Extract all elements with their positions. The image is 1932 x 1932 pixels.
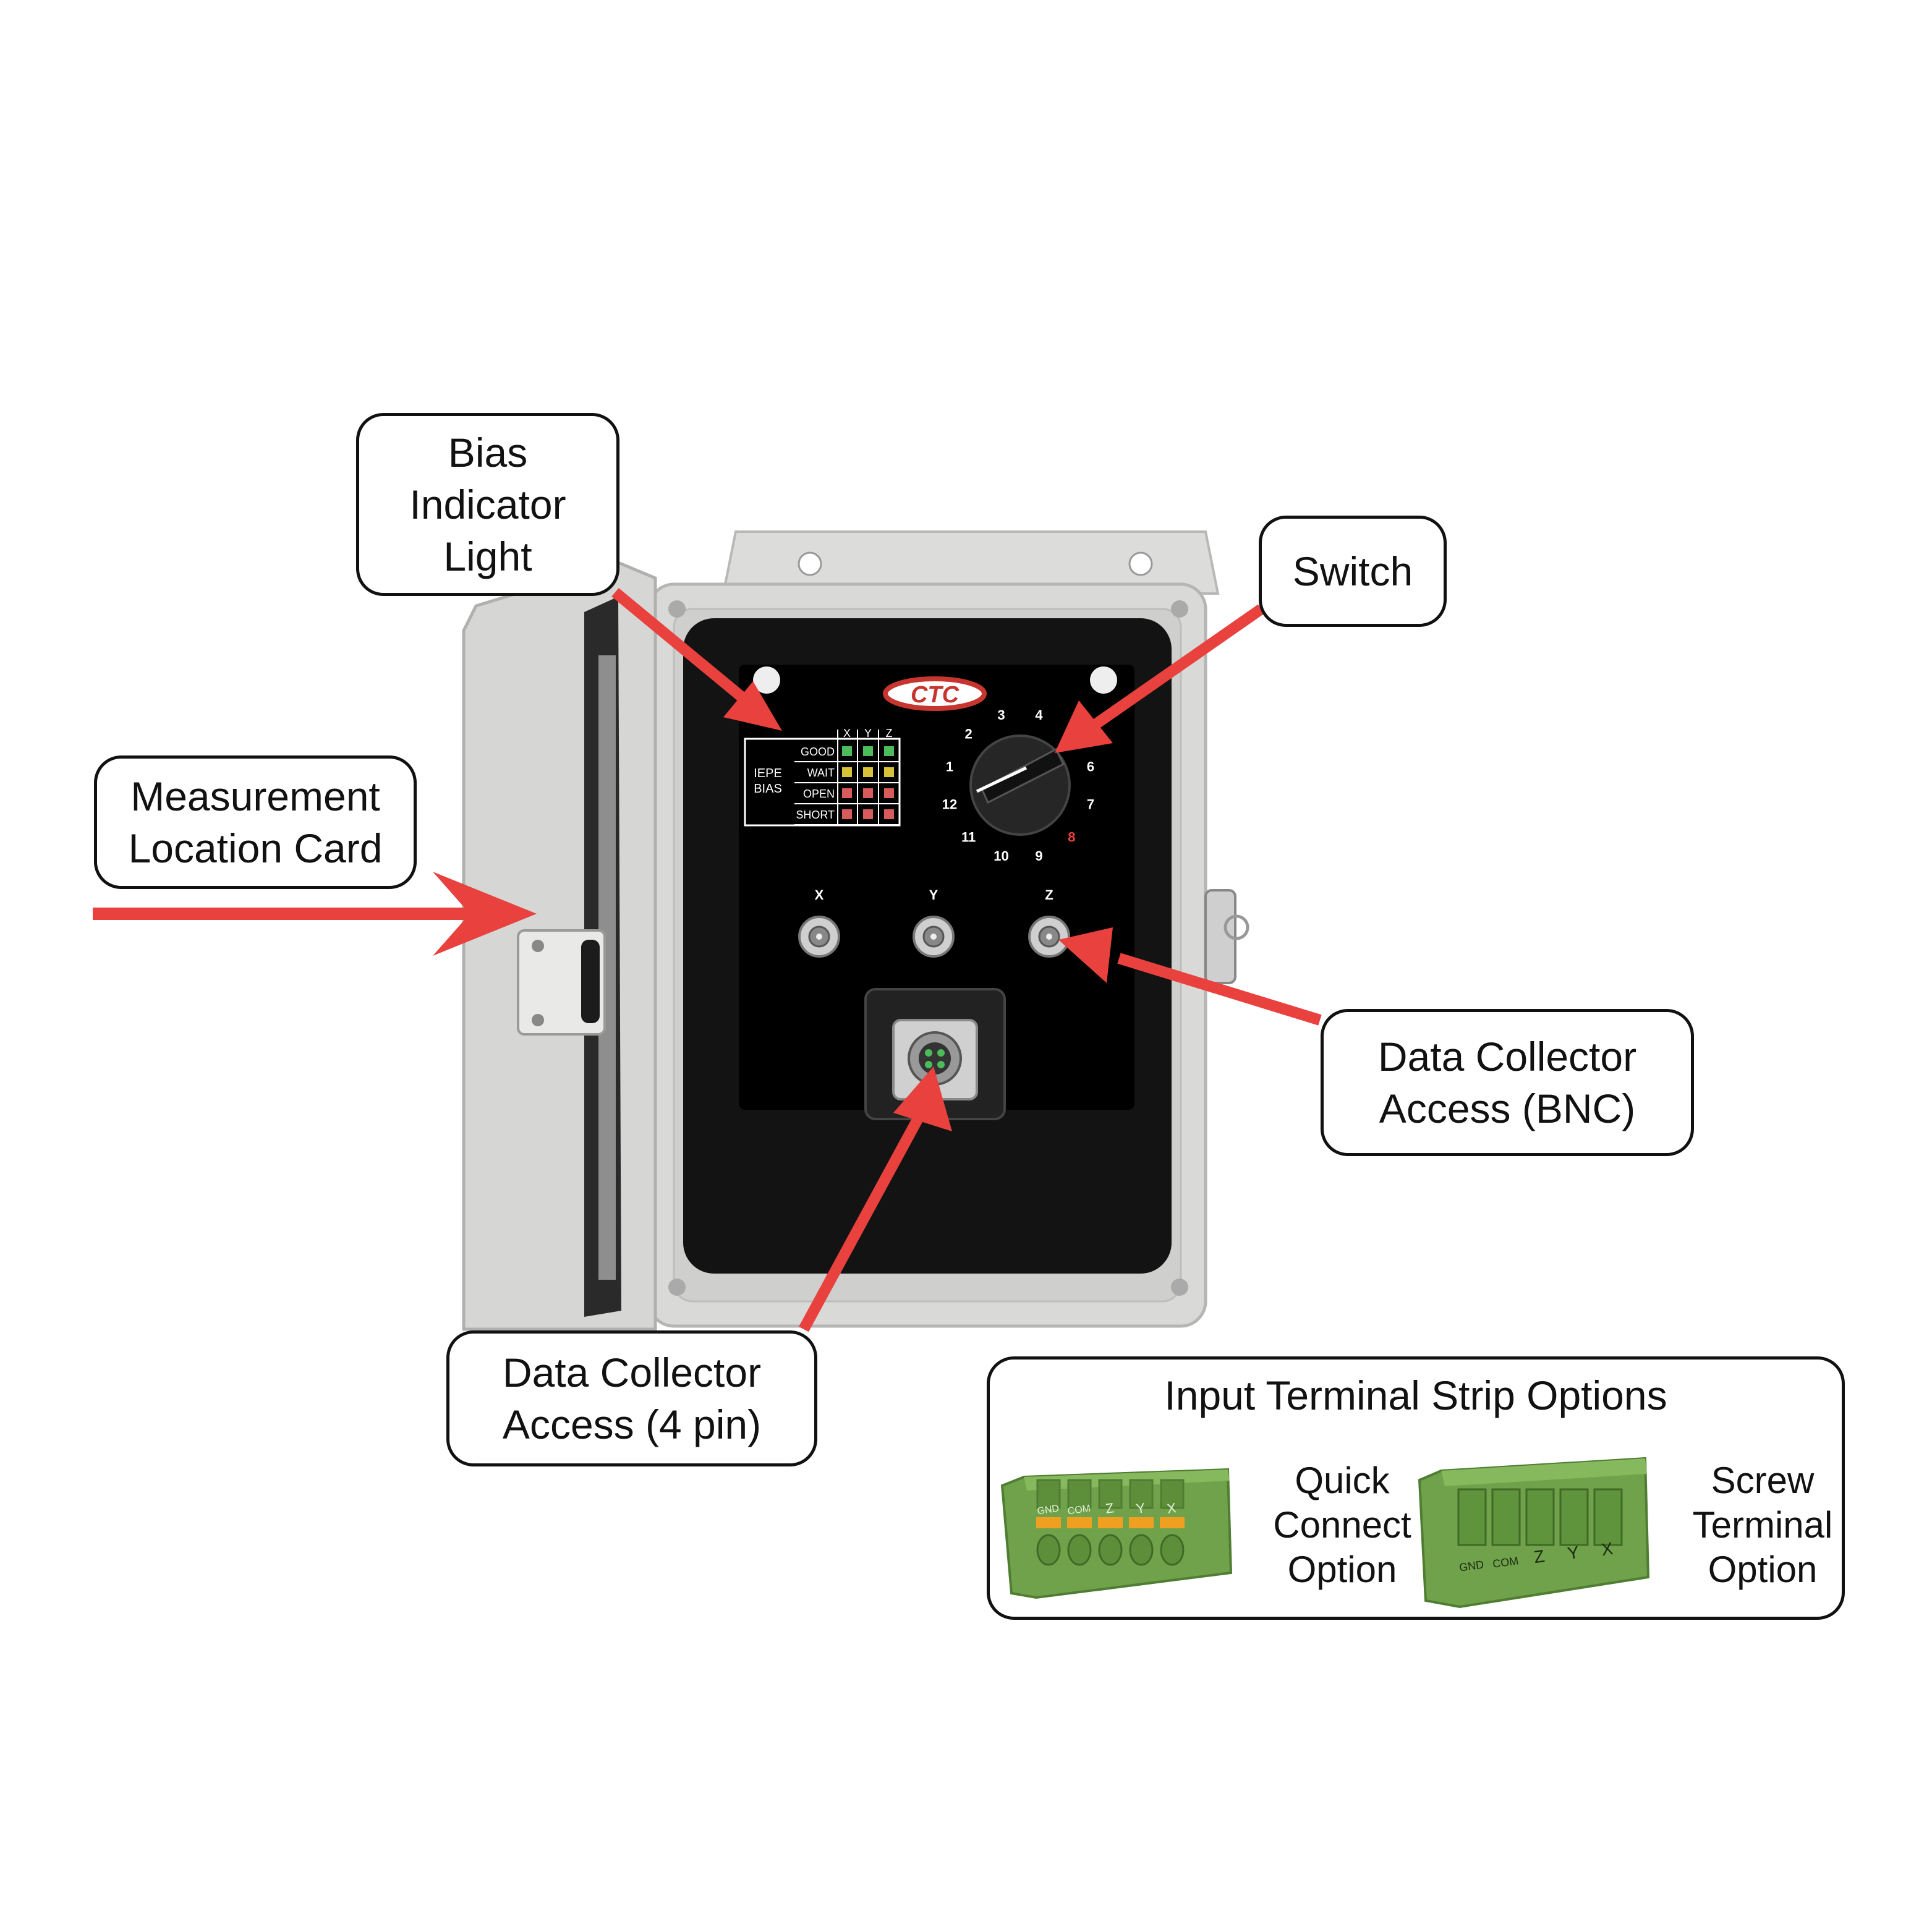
switch-position-8: 8 <box>1068 829 1075 845</box>
quick-connect-slot <box>1160 1479 1185 1509</box>
bias-led <box>884 767 894 777</box>
callout-switch: Switch <box>1259 516 1447 627</box>
quick-connect-wire-hole <box>1067 1534 1092 1566</box>
bias-led <box>884 746 894 756</box>
quick-connect-pin-label-com: COM <box>1067 1504 1091 1517</box>
switch-position-2: 2 <box>964 726 972 742</box>
switch-position-12: 12 <box>942 797 957 812</box>
bias-led <box>863 788 873 798</box>
switch-position-10: 10 <box>994 848 1008 864</box>
bias-row-open: OPEN <box>803 788 835 800</box>
bias-led <box>863 746 873 756</box>
quick-connect-release-tab <box>1160 1517 1185 1528</box>
terminal-strip-title: Input Terminal Strip Options <box>1164 1372 1667 1418</box>
bias-led <box>884 788 894 798</box>
switch-position-11: 11 <box>961 829 976 845</box>
bias-column-y: Y <box>864 727 872 739</box>
bias-led <box>842 767 852 777</box>
callout-data-collector-4-pin: Data Collector Access (4 pin) <box>446 1330 817 1466</box>
bias-led <box>863 767 873 777</box>
bnc-label-y: Y <box>929 887 938 903</box>
bias-column-z: Z <box>886 727 893 739</box>
bias-led <box>842 788 852 798</box>
bnc-connector-pin <box>816 934 822 940</box>
bias-side-label-bias: BIAS <box>754 782 782 796</box>
bnc-label-x: X <box>815 887 824 903</box>
bias-led <box>842 809 852 819</box>
arrow-measurement-card <box>93 872 537 956</box>
screw-terminal-slot <box>1559 1488 1589 1546</box>
quick-connect-wire-hole <box>1129 1534 1154 1566</box>
bias-column-x: X <box>843 727 851 739</box>
bias-led <box>884 809 894 819</box>
screw-terminal-pin-label-z: Z <box>1533 1546 1546 1567</box>
switch-position-3: 3 <box>997 707 1005 723</box>
bias-indicator-table: IEPE BIAS X Y Z GOOD WAIT OPEN SHORT <box>744 727 901 827</box>
arrow-bias <box>611 588 782 731</box>
quick-connect-slot <box>1036 1479 1061 1509</box>
quick-connect-slot <box>1067 1479 1092 1509</box>
screw-terminal-slot <box>1491 1488 1521 1546</box>
bnc-connector-pin <box>930 934 937 940</box>
quick-connect-terminal-block: GND COM Z Y X <box>1000 1468 1233 1599</box>
screw-terminal-pin-label-x: X <box>1600 1539 1614 1559</box>
bnc-label-z: Z <box>1045 887 1053 903</box>
quick-connect-slot <box>1098 1479 1123 1509</box>
brand-logo: CTC <box>883 676 987 711</box>
screw-terminal-pin-label-y: Y <box>1566 1543 1580 1563</box>
quick-connect-wire-hole <box>1098 1534 1123 1566</box>
arrow-bnc <box>1058 927 1322 1026</box>
quick-connect-release-tab <box>1067 1517 1092 1528</box>
quick-connect-release-tab <box>1129 1517 1154 1528</box>
latch-right <box>1204 889 1249 984</box>
quick-connect-wire-hole <box>1160 1534 1185 1566</box>
measurement-card-holder <box>517 929 606 1036</box>
quick-connect-pin-label-z: Z <box>1105 1500 1115 1517</box>
quick-connect-pin-label-y: Y <box>1135 1500 1146 1517</box>
quick-connect-slot <box>1129 1479 1154 1509</box>
bnc-connectors: X Y Z <box>798 887 1070 958</box>
quick-connect-release-tab <box>1098 1517 1123 1528</box>
four-pin-connector[interactable] <box>892 1019 978 1100</box>
quick-connect-pin-label-x: X <box>1166 1500 1177 1517</box>
screw-terminal-slot <box>1457 1488 1487 1546</box>
quick-connect-pin-label-gnd: GND <box>1037 1504 1060 1517</box>
switch-pointer <box>981 747 1065 804</box>
switch-position-6: 6 <box>1087 759 1094 775</box>
screw-terminal-slot <box>1593 1488 1623 1546</box>
switch-position-7: 7 <box>1087 797 1094 812</box>
switch-position-9: 9 <box>1035 848 1042 864</box>
switch-indicator-line <box>976 766 1028 793</box>
callout-bias-indicator-light: Bias Indicator Light <box>356 413 619 596</box>
mounting-tab-top <box>721 530 1220 595</box>
callout-measurement-location-card: Measurement Location Card <box>94 755 417 889</box>
arrow-four-pin <box>799 1066 952 1332</box>
bias-row-wait: WAIT <box>807 767 835 779</box>
bias-side-label-iepe: IEPE <box>754 767 782 780</box>
callout-data-collector-bnc: Data Collector Access (BNC) <box>1321 1009 1694 1156</box>
arrow-switch <box>1055 604 1265 753</box>
switch-position-4: 4 <box>1035 707 1043 723</box>
quick-connect-release-tab <box>1036 1517 1061 1528</box>
switch-position-1: 1 <box>946 759 953 775</box>
bias-row-good: GOOD <box>801 746 835 758</box>
bias-led <box>842 746 852 756</box>
logo-text: CTC <box>911 682 960 708</box>
bnc-connector-pin <box>1046 934 1052 940</box>
screw-terminal-option-label: Screw Terminal Option <box>1692 1460 1833 1590</box>
bias-led <box>863 809 873 819</box>
quick-connect-wire-hole <box>1036 1534 1061 1566</box>
screw-terminal-slot <box>1525 1488 1555 1546</box>
callout-arrows <box>93 588 1322 1332</box>
rotary-switch[interactable]: 123456789101112 <box>942 707 1094 864</box>
quick-connect-option-label: Quick Connect Option <box>1273 1460 1411 1590</box>
bias-row-short: SHORT <box>796 809 835 821</box>
